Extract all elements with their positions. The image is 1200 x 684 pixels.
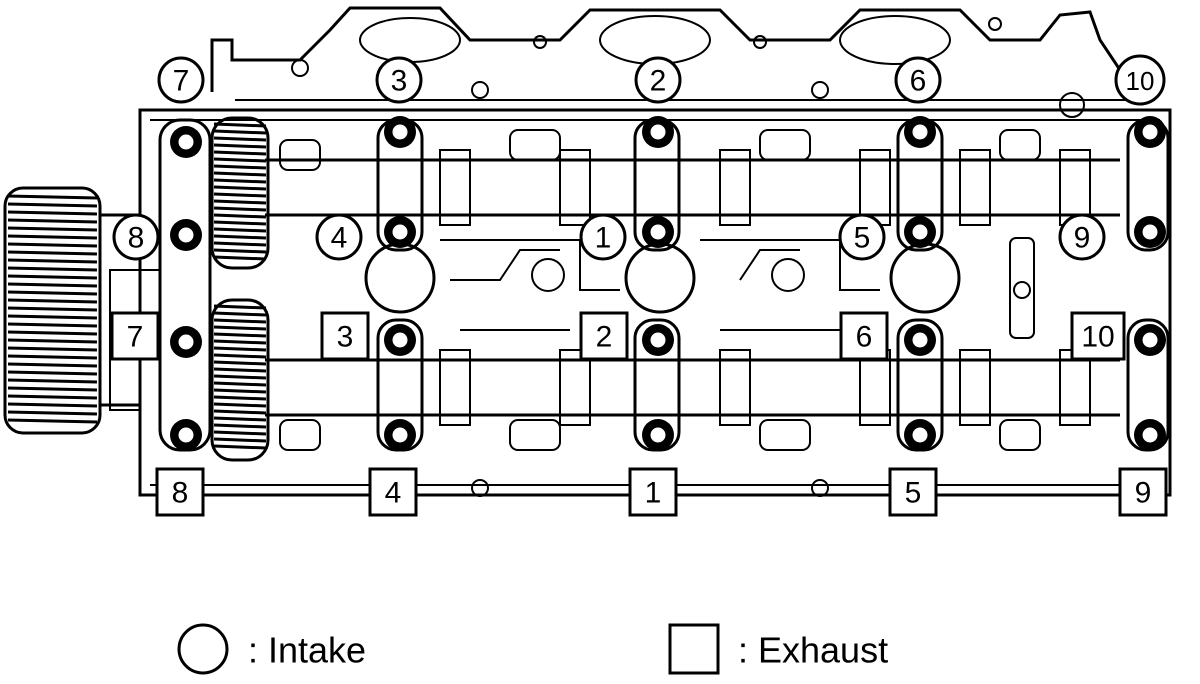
svg-text:6: 6	[856, 321, 873, 354]
svg-text:2: 2	[596, 321, 613, 354]
svg-text:7: 7	[127, 321, 144, 354]
svg-text:1: 1	[595, 222, 612, 255]
svg-text:2: 2	[650, 65, 667, 98]
intake-label-7: 7	[157, 56, 205, 104]
exhaust-label-6: 6	[839, 311, 889, 361]
svg-text:7: 7	[173, 65, 190, 98]
svg-text:9: 9	[1135, 477, 1152, 510]
intake-label-10: 10	[1114, 54, 1166, 106]
legend: : Intake : Exhaust	[177, 623, 888, 675]
svg-text:3: 3	[337, 321, 354, 354]
exhaust-label-4: 4	[368, 467, 418, 517]
svg-text:3: 3	[391, 65, 408, 98]
exhaust-label-5: 5	[888, 467, 938, 517]
svg-text:6: 6	[910, 65, 927, 98]
svg-text:8: 8	[128, 222, 145, 255]
intake-cam-gear	[210, 116, 270, 270]
exhaust-cam-gear	[210, 298, 270, 462]
drive-pulley	[3, 186, 140, 435]
cap-bolts	[170, 116, 1166, 451]
intake-label-9: 9	[1058, 213, 1106, 261]
exhaust-label-3: 3	[320, 311, 370, 361]
exhaust-camshaft	[265, 349, 1120, 451]
svg-text:8: 8	[172, 477, 189, 510]
exhaust-label-9: 9	[1118, 467, 1168, 517]
svg-text:4: 4	[331, 222, 348, 255]
svg-text:10: 10	[1081, 321, 1114, 354]
intake-label-2: 2	[634, 56, 682, 104]
svg-text:4: 4	[385, 477, 402, 510]
exhaust-label-1: 1	[628, 467, 678, 517]
svg-text:: Exhaust: : Exhaust	[738, 630, 888, 671]
intake-label-3: 3	[375, 56, 423, 104]
legend-square-icon	[668, 623, 720, 675]
exhaust-label-2: 2	[579, 311, 629, 361]
intake-label-4: 4	[315, 213, 363, 261]
svg-text:9: 9	[1074, 222, 1091, 255]
svg-text:5: 5	[905, 477, 922, 510]
legend-intake: : Intake	[177, 623, 366, 675]
legend-exhaust: : Exhaust	[668, 623, 888, 675]
exhaust-label-10: 10	[1070, 311, 1126, 361]
intake-label-1: 1	[579, 213, 627, 261]
legend-circle-icon	[177, 623, 229, 675]
svg-text:1: 1	[645, 477, 662, 510]
exhaust-label-8: 8	[155, 467, 205, 517]
svg-text:: Intake: : Intake	[248, 630, 366, 671]
intake-label-6: 6	[894, 56, 942, 104]
intake-label-5: 5	[838, 213, 886, 261]
intake-label-8: 8	[112, 213, 160, 261]
svg-text:5: 5	[854, 222, 871, 255]
exhaust-label-7: 7	[110, 311, 160, 361]
svg-text:10: 10	[1126, 66, 1155, 96]
